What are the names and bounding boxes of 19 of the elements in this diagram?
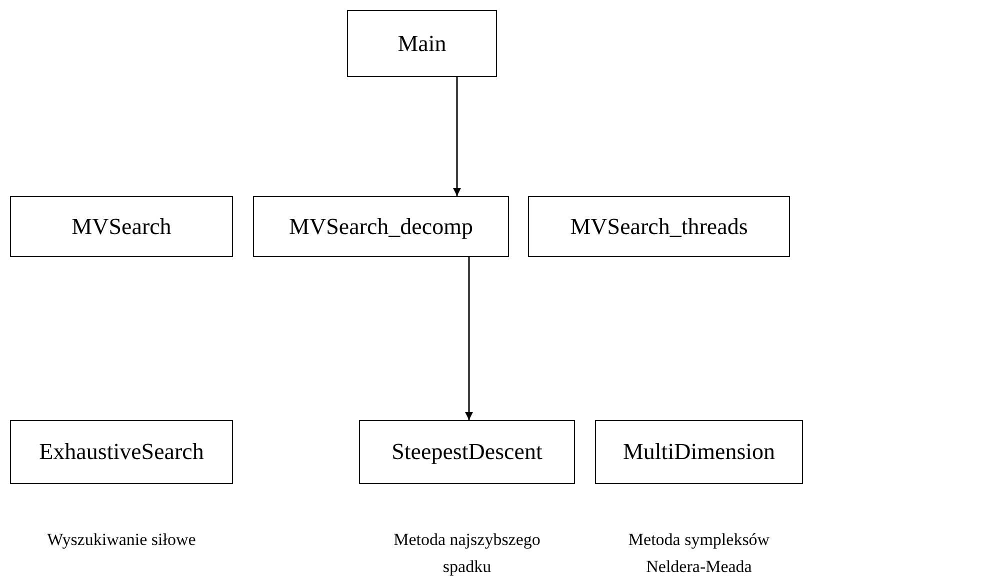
process-box — [528, 196, 790, 257]
box-label: MultiDimension — [622, 439, 776, 465]
box-label: ExhaustiveSearch — [39, 439, 204, 465]
box-label: SteepestDescent — [392, 439, 542, 465]
box-label: Main — [398, 30, 446, 56]
method-caption: Metoda sympleksów Neldera-Meada — [627, 529, 771, 578]
process-box — [10, 420, 233, 484]
process-box — [359, 420, 575, 484]
box-label: MVSearch — [72, 214, 172, 240]
method-caption: Wyszukiwanie siłowe — [46, 529, 197, 551]
arrow — [453, 77, 461, 196]
box-label: MVSearch_threads — [570, 214, 748, 240]
box-label: MVSearch_decomp — [289, 214, 473, 240]
process-box — [253, 196, 509, 257]
method-caption: Metoda najszybszego spadku — [392, 529, 542, 578]
process-box — [10, 196, 233, 257]
arrow — [465, 257, 473, 420]
process-box — [595, 420, 803, 484]
process-box — [347, 10, 497, 77]
